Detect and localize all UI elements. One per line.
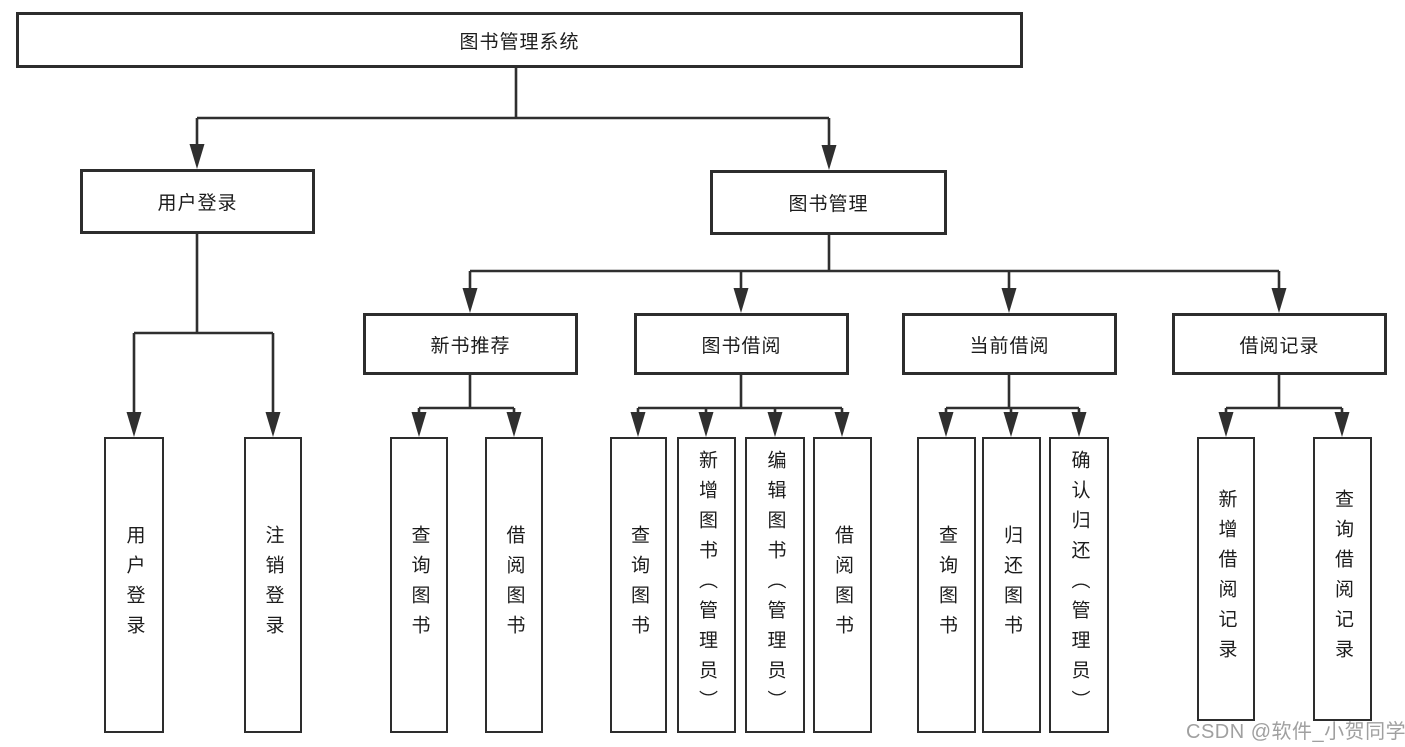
leaf-borrow-query-book-label: 查询图书 — [628, 525, 649, 645]
node-current-borrow: 当前借阅 — [902, 313, 1117, 375]
node-borrow-record: 借阅记录 — [1172, 313, 1387, 375]
leaf-user-login: 用户登录 — [104, 437, 164, 733]
node-book-borrow: 图书借阅 — [634, 313, 849, 375]
leaf-edit-book-admin: 编辑图书（管理员） — [745, 437, 805, 733]
leaf-rec-query-book: 查询图书 — [390, 437, 448, 733]
leaf-current-query-book: 查询图书 — [917, 437, 976, 733]
connector-book-borrow-to-leaves — [630, 375, 850, 437]
leaf-user-login-label: 用户登录 — [123, 525, 145, 645]
node-root-label: 图书管理系统 — [459, 31, 580, 53]
node-borrow-record-label: 借阅记录 — [1239, 335, 1320, 357]
leaf-logout-label: 注销登录 — [262, 525, 284, 645]
node-new-book-rec-label: 新书推荐 — [430, 335, 511, 357]
leaf-rec-query-book-label: 查询图书 — [408, 525, 430, 645]
leaf-rec-borrow-book: 借阅图书 — [485, 437, 543, 733]
leaf-confirm-return-admin-label: 确认归还（管理员） — [1068, 450, 1090, 720]
node-current-borrow-label: 当前借阅 — [969, 335, 1050, 357]
leaf-borrow-book-label: 借阅图书 — [832, 525, 853, 645]
connector-borrow-record-to-leaves — [1218, 375, 1350, 437]
leaf-borrow-query-book: 查询图书 — [610, 437, 667, 733]
leaf-add-book-admin: 新增图书（管理员） — [677, 437, 736, 733]
connector-user-login-to-leaves — [126, 234, 281, 437]
leaf-return-book-label: 归还图书 — [1001, 525, 1022, 645]
node-user-login: 用户登录 — [80, 169, 315, 234]
connector-root-to-level2 — [189, 68, 837, 170]
leaf-query-borrow-record-label: 查询借阅记录 — [1332, 489, 1353, 669]
leaf-add-borrow-record: 新增借阅记录 — [1197, 437, 1255, 721]
leaf-logout: 注销登录 — [244, 437, 302, 733]
connector-current-borrow-to-leaves — [938, 375, 1087, 437]
node-book-mgmt-label: 图书管理 — [788, 194, 869, 215]
leaf-add-borrow-record-label: 新增借阅记录 — [1215, 489, 1237, 669]
leaf-confirm-return-admin: 确认归还（管理员） — [1049, 437, 1109, 733]
leaf-return-book: 归还图书 — [982, 437, 1041, 733]
node-user-login-label: 用户登录 — [157, 193, 238, 214]
csdn-watermark: CSDN @软件_小贺同学 — [1186, 721, 1405, 743]
leaf-rec-borrow-book-label: 借阅图书 — [503, 525, 525, 645]
node-book-borrow-label: 图书借阅 — [701, 335, 782, 357]
connector-book-mgmt-to-level3 — [462, 235, 1287, 313]
node-book-mgmt: 图书管理 — [710, 170, 947, 235]
leaf-current-query-book-label: 查询图书 — [936, 525, 957, 645]
leaf-edit-book-admin-label: 编辑图书（管理员） — [764, 450, 786, 720]
leaf-add-book-admin-label: 新增图书（管理员） — [696, 450, 717, 720]
connector-new-book-rec-to-leaves — [411, 375, 522, 437]
leaf-query-borrow-record: 查询借阅记录 — [1313, 437, 1372, 721]
node-root: 图书管理系统 — [16, 12, 1023, 68]
leaf-borrow-book: 借阅图书 — [813, 437, 872, 733]
node-new-book-rec: 新书推荐 — [363, 313, 578, 375]
